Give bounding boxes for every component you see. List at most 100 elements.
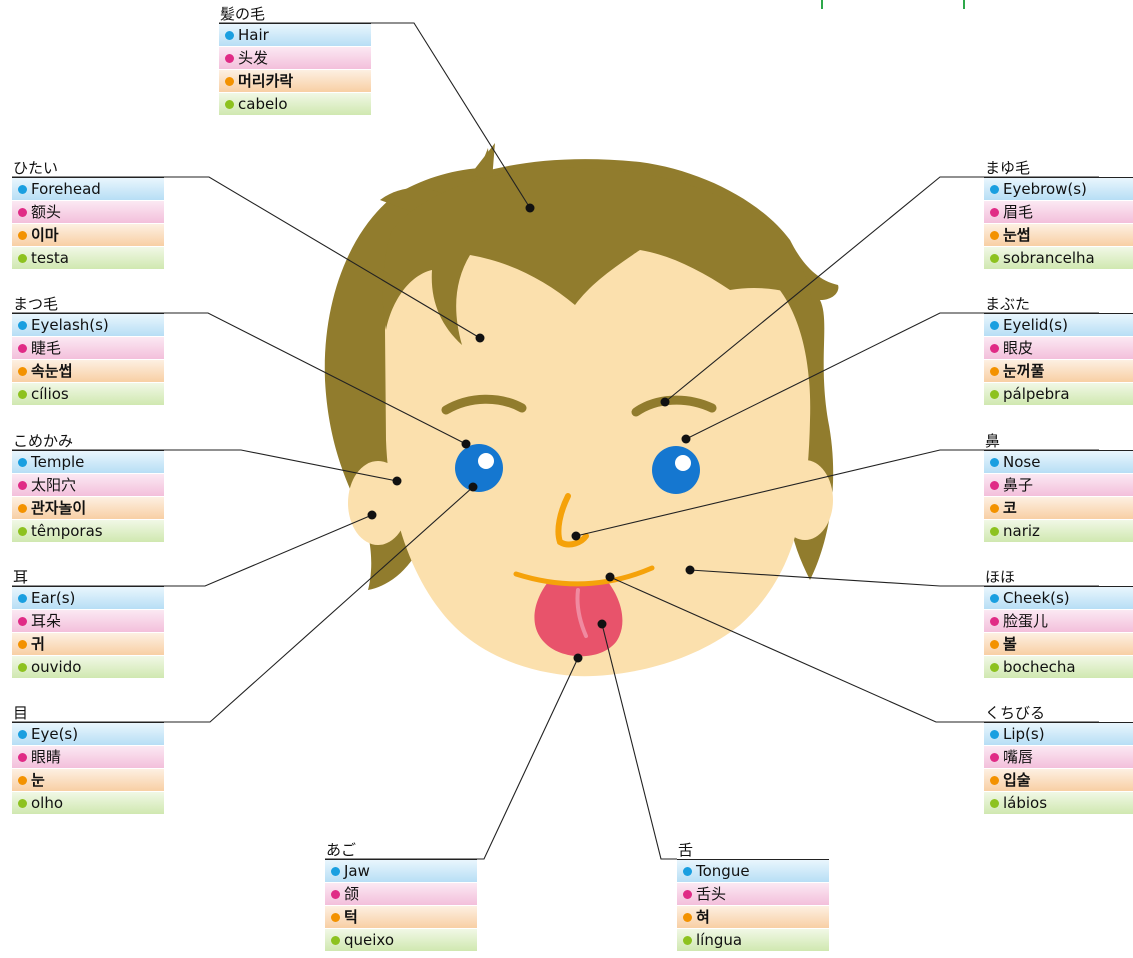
- portuguese-dot-icon: [683, 936, 692, 945]
- hair-spike: [470, 143, 495, 180]
- portuguese-dot-icon: [18, 390, 27, 399]
- portuguese-dot-icon: [990, 527, 999, 536]
- english-dot-icon: [18, 458, 27, 467]
- label-chinese: 舌头: [677, 883, 829, 906]
- chinese-dot-icon: [18, 481, 27, 490]
- hair-left-tuft: [380, 188, 445, 215]
- tongue-line: [575, 588, 588, 638]
- english-dot-icon: [990, 594, 999, 603]
- label-japanese: まぶた: [984, 295, 1133, 314]
- label-tongue: 舌 Tongue 舌头 혀 língua: [677, 841, 829, 952]
- label-portuguese: testa: [12, 247, 164, 270]
- label-chinese: 睫毛: [12, 337, 164, 360]
- label-english: Jaw: [325, 860, 477, 883]
- label-temple: こめかみ Temple 太阳穴 관자놀이 têmporas: [12, 432, 164, 543]
- label-english: Eyelid(s): [984, 314, 1133, 337]
- label-portuguese: cabelo: [219, 93, 371, 116]
- label-korean: 머리카락: [219, 70, 371, 93]
- chinese-dot-icon: [18, 753, 27, 762]
- anchor-dot-tongue: [597, 619, 607, 629]
- label-chinese: 额头: [12, 201, 164, 224]
- label-nose: 鼻 Nose 鼻子 코 nariz: [984, 432, 1133, 543]
- label-korean: 혀: [677, 906, 829, 929]
- label-chinese: 颌: [325, 883, 477, 906]
- korean-dot-icon: [990, 231, 999, 240]
- korean-dot-icon: [683, 913, 692, 922]
- anchor-dot-eyelash: [461, 439, 471, 449]
- chinese-dot-icon: [990, 481, 999, 490]
- label-korean: 이마: [12, 224, 164, 247]
- label-japanese: ひたい: [12, 159, 164, 178]
- korean-dot-icon: [18, 640, 27, 649]
- mouth-line: [513, 565, 655, 587]
- label-korean: 관자놀이: [12, 497, 164, 520]
- right-eyebrow: [631, 395, 717, 417]
- chinese-dot-icon: [331, 890, 340, 899]
- label-english: Ear(s): [12, 587, 164, 610]
- label-portuguese: têmporas: [12, 520, 164, 543]
- label-eyelash: まつ毛 Eyelash(s) 睫毛 속눈썹 cílios: [12, 295, 164, 406]
- nose: [555, 493, 589, 548]
- label-jaw: あご Jaw 颌 턱 queixo: [325, 841, 477, 952]
- portuguese-dot-icon: [18, 799, 27, 808]
- chinese-dot-icon: [683, 890, 692, 899]
- anchor-dot-cheek: [685, 565, 695, 575]
- english-dot-icon: [18, 730, 27, 739]
- label-chinese: 头发: [219, 47, 371, 70]
- label-english: Eye(s): [12, 723, 164, 746]
- english-dot-icon: [683, 867, 692, 876]
- chinese-dot-icon: [18, 617, 27, 626]
- chinese-dot-icon: [990, 208, 999, 217]
- label-japanese: くちびる: [984, 704, 1133, 723]
- portuguese-dot-icon: [990, 390, 999, 399]
- label-japanese: 舌: [677, 841, 829, 860]
- korean-dot-icon: [990, 367, 999, 376]
- anchor-dot-eye: [468, 482, 478, 492]
- label-english: Eyelash(s): [12, 314, 164, 337]
- label-chinese: 眼皮: [984, 337, 1133, 360]
- label-chinese: 耳朵: [12, 610, 164, 633]
- label-korean: 귀: [12, 633, 164, 656]
- label-english: Temple: [12, 451, 164, 474]
- korean-dot-icon: [18, 504, 27, 513]
- label-hair: 髪の毛 Hair 头发 머리카락 cabelo: [219, 5, 371, 116]
- label-japanese: 鼻: [984, 432, 1133, 451]
- chinese-dot-icon: [990, 344, 999, 353]
- chinese-dot-icon: [990, 753, 999, 762]
- label-korean: 눈썹: [984, 224, 1133, 247]
- label-korean: 코: [984, 497, 1133, 520]
- korean-dot-icon: [18, 367, 27, 376]
- label-english: Cheek(s): [984, 587, 1133, 610]
- portuguese-dot-icon: [990, 663, 999, 672]
- portuguese-dot-icon: [18, 254, 27, 263]
- korean-dot-icon: [225, 77, 234, 86]
- left-eyebrow: [441, 394, 527, 415]
- label-english: Forehead: [12, 178, 164, 201]
- portuguese-dot-icon: [990, 799, 999, 808]
- portuguese-dot-icon: [18, 527, 27, 536]
- label-korean: 볼: [984, 633, 1133, 656]
- english-dot-icon: [990, 730, 999, 739]
- label-forehead: ひたい Forehead 额头 이마 testa: [12, 159, 164, 270]
- korean-dot-icon: [990, 504, 999, 513]
- english-dot-icon: [990, 185, 999, 194]
- label-cheek: ほほ Cheek(s) 脸蛋儿 볼 bochecha: [984, 568, 1133, 679]
- label-japanese: まつ毛: [12, 295, 164, 314]
- english-dot-icon: [225, 31, 234, 40]
- chinese-dot-icon: [225, 54, 234, 63]
- label-japanese: 髪の毛: [219, 5, 371, 24]
- anchor-dot-eyebrow: [660, 397, 670, 407]
- hair-bangs: [382, 167, 812, 345]
- portuguese-dot-icon: [18, 663, 27, 672]
- label-portuguese: ouvido: [12, 656, 164, 679]
- label-english: Lip(s): [984, 723, 1133, 746]
- chinese-dot-icon: [18, 208, 27, 217]
- label-chinese: 眼睛: [12, 746, 164, 769]
- leader-tongue: [601, 623, 677, 860]
- label-korean: 입술: [984, 769, 1133, 792]
- label-korean: 눈꺼풀: [984, 360, 1133, 383]
- chinese-dot-icon: [990, 617, 999, 626]
- anchor-dot-lip: [605, 572, 615, 582]
- anchor-dot-nose: [571, 531, 581, 541]
- label-chinese: 太阳穴: [12, 474, 164, 497]
